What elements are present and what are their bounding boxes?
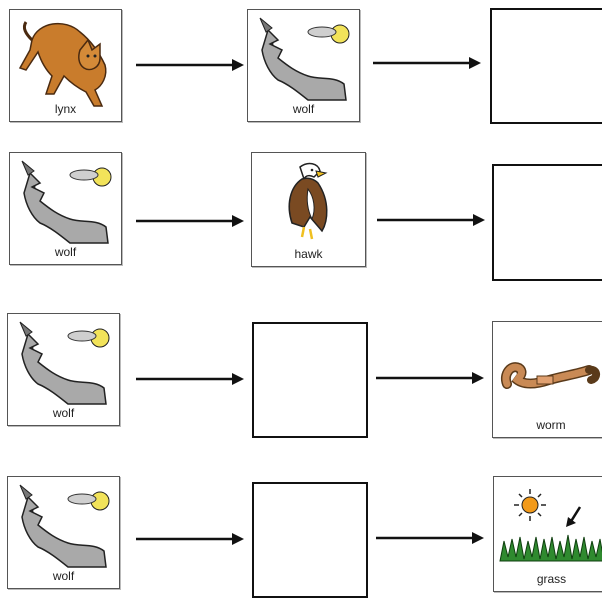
arrow-right-icon — [136, 373, 244, 385]
card-label: wolf — [52, 406, 75, 420]
row2-card-hawk: hawk — [251, 152, 366, 267]
row3-card-wolf: wolf — [7, 313, 120, 426]
arrow-right-icon — [136, 215, 244, 227]
row2-card-wolf: wolf — [9, 152, 122, 265]
arrow-right-icon — [376, 532, 484, 544]
blank-answer-box[interactable] — [490, 8, 602, 124]
card-label: wolf — [54, 245, 77, 259]
blank-answer-box[interactable] — [252, 482, 368, 598]
card-label: hawk — [294, 247, 323, 261]
row4-card-wolf: wolf — [7, 476, 120, 589]
wolf-icon — [19, 484, 110, 568]
row1-card-wolf: wolf — [247, 9, 360, 122]
arrow-right-icon — [376, 372, 484, 384]
worm-icon — [501, 362, 600, 389]
blank-answer-box[interactable] — [252, 322, 368, 438]
lynx-icon — [18, 21, 107, 107]
card-label: wolf — [292, 102, 315, 116]
wolf-icon — [259, 17, 350, 101]
arrow-right-icon — [377, 214, 485, 226]
grass-sun-icon — [499, 489, 602, 562]
wolf-icon — [21, 160, 112, 244]
card-label: grass — [536, 572, 567, 586]
blank-answer-box[interactable] — [492, 164, 602, 281]
row3-card-worm: worm — [492, 321, 602, 438]
row4-card-grass: grass — [493, 476, 602, 592]
row1-card-lynx: lynx — [9, 9, 122, 122]
card-label: lynx — [54, 102, 77, 116]
arrow-right-icon — [136, 533, 244, 545]
arrow-right-icon — [136, 59, 244, 71]
arrow-right-icon — [373, 57, 481, 69]
card-label: wolf — [52, 569, 75, 583]
card-label: worm — [536, 418, 566, 432]
hawk-icon — [288, 162, 328, 240]
wolf-icon — [19, 321, 110, 405]
